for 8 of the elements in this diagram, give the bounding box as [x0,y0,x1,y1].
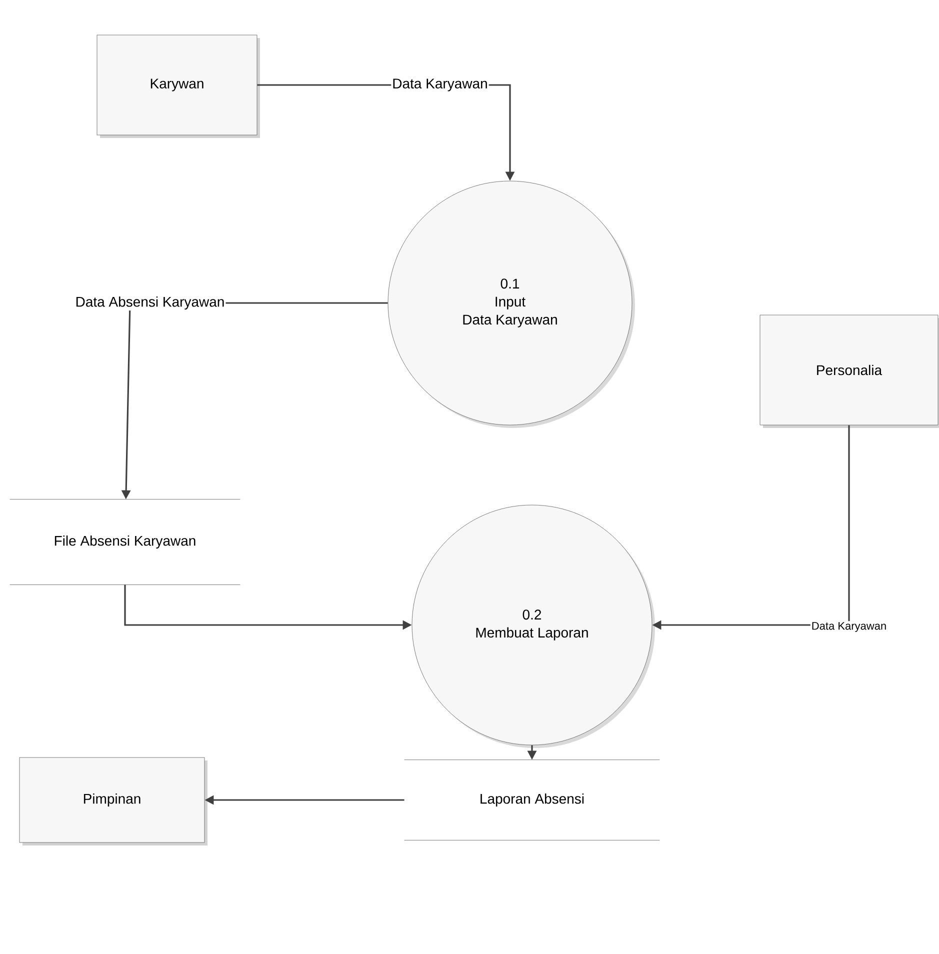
data-store: Laporan Absensi [404,760,660,840]
external-entity-box: Pimpinan [19,757,208,846]
external-entity-box: Personalia [760,314,939,428]
edge-label: Data Karyawan [810,621,888,633]
data-store: File Absensi Karyawan [10,499,240,585]
edge-label: Data Karyawan [391,78,489,92]
external-entity-box: Karywan [96,34,260,138]
edge-label: Data Absensi Karyawan [74,295,226,311]
